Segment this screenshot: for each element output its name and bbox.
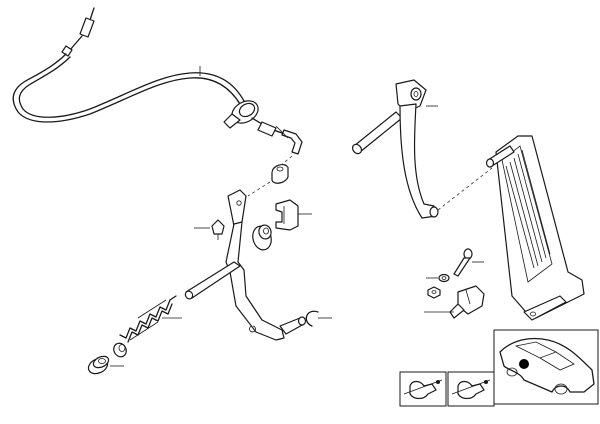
car-location-thumb[interactable] xyxy=(493,329,599,405)
screw[interactable] xyxy=(453,248,484,277)
circlip[interactable] xyxy=(305,310,332,327)
push-clip[interactable] xyxy=(194,219,225,240)
rubber-bushing[interactable] xyxy=(250,224,274,252)
bushing-upper[interactable] xyxy=(271,163,289,184)
pedal-sensor[interactable] xyxy=(424,285,485,319)
bushing-clip[interactable] xyxy=(275,199,312,231)
pedal-arm[interactable] xyxy=(351,79,439,219)
return-spring[interactable] xyxy=(119,295,182,343)
clip-thumb-2[interactable] xyxy=(447,371,495,407)
accelerator-pedal-plate[interactable] xyxy=(485,135,585,321)
nut[interactable] xyxy=(427,286,441,299)
pedal-lever-bracket[interactable] xyxy=(184,189,307,341)
grommet-bottom[interactable] xyxy=(86,354,124,376)
accelerator-cable[interactable] xyxy=(12,7,245,123)
washer[interactable] xyxy=(426,273,450,283)
spring-cap[interactable] xyxy=(111,341,128,359)
cable-grommet[interactable] xyxy=(223,96,262,129)
cable-end-fitting[interactable] xyxy=(251,117,303,155)
clip-thumb-1[interactable] xyxy=(399,371,447,407)
